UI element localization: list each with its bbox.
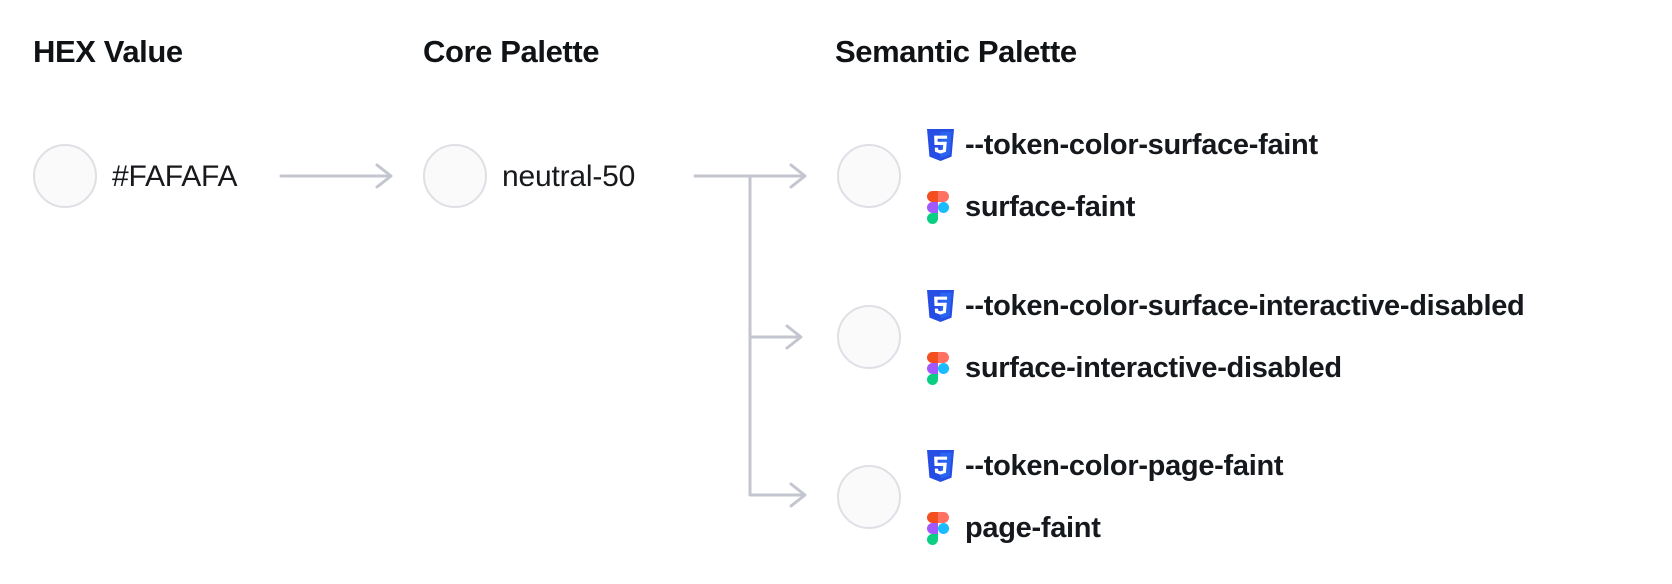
heading-semantic-palette: Semantic Palette [835,34,1077,69]
css3-shield-icon [927,129,955,161]
connector-core-to-semantic [693,163,807,508]
core-token-label: neutral-50 [502,160,636,193]
figma-token-name: page-faint [965,511,1101,544]
figma-token-line: surface-faint [927,185,1647,229]
heading-core-palette: Core Palette [423,34,600,69]
css-token-name: --token-color-page-faint [965,449,1284,482]
css3-shield-icon [927,290,955,322]
semantic-color-swatch [837,144,901,208]
core-color-swatch [423,144,487,208]
semantic-token-entry: --token-color-page-faint page-faint [927,444,1647,550]
figma-token-name: surface-faint [965,190,1136,223]
figma-logo-icon [927,511,955,545]
css3-shield-icon [927,450,955,482]
css-token-line: --token-color-surface-faint [927,123,1647,167]
hex-color-swatch [33,144,97,208]
semantic-token-entry: --token-color-surface-faint surface-fain… [927,123,1647,229]
figma-logo-icon [927,351,955,385]
arrow-hex-to-core [279,163,393,189]
heading-hex-value: HEX Value [33,34,183,69]
semantic-token-entry: --token-color-surface-interactive-disabl… [927,284,1647,390]
css-token-line: --token-color-surface-interactive-disabl… [927,284,1647,328]
semantic-color-swatch [837,465,901,529]
figma-logo-icon [927,190,955,224]
semantic-color-swatch [837,305,901,369]
figma-token-name: surface-interactive-disabled [965,351,1342,384]
hex-value-label: #FAFAFA [112,160,238,193]
figma-token-line: surface-interactive-disabled [927,346,1647,390]
css-token-line: --token-color-page-faint [927,444,1647,488]
css-token-name: --token-color-surface-interactive-disabl… [965,289,1525,322]
css-token-name: --token-color-surface-faint [965,128,1318,161]
figma-token-line: page-faint [927,506,1647,550]
